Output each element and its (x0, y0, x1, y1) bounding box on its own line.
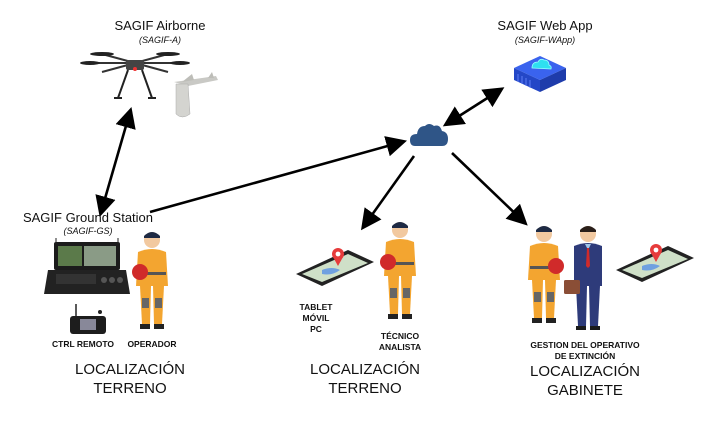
webapp-title: SAGIF Web App (497, 18, 593, 33)
office-location-line1: LOCALIZACIÓN (529, 363, 641, 380)
arrow-cloud-office (451, 152, 528, 226)
firefighter-analyst-icon (380, 222, 416, 319)
cloud-icon (410, 124, 448, 146)
device-label-tablet: TABLET (299, 302, 333, 312)
analyst-label-tecnico: TÉCNICO (380, 331, 420, 341)
ground-location-line2: TERRENO (93, 380, 167, 397)
ground-location-line1: LOCALIZACIÓN (74, 361, 186, 378)
arrow-airborne-ground (95, 107, 136, 217)
airborne-title: SAGIF Airborne (114, 18, 206, 33)
firefighter-office-icon (528, 226, 564, 323)
airborne-subtitle: (SAGIF-A) (139, 35, 181, 45)
management-label-line2: DE EXTINCIÓN (554, 351, 616, 361)
fixed-wing-uav-icon (174, 72, 218, 118)
webapp-subtitle: (SAGIF-WApp) (514, 35, 576, 45)
tablet-map-icon (296, 248, 374, 286)
drone-icon (80, 52, 190, 99)
analyst-label-analista: ANALISTA (378, 342, 422, 352)
remote-control-label: CTRL REMOTO (51, 339, 115, 349)
device-label-movil: MÓVIL (302, 313, 330, 323)
businessman-icon (564, 226, 602, 330)
ground-station-case-icon (44, 238, 130, 294)
operator-label: OPERADOR (127, 339, 177, 349)
device-label-pc: PC (310, 324, 322, 334)
ground-station-title: SAGIF Ground Station (22, 210, 154, 225)
firefighter-operator-icon (132, 232, 168, 329)
management-label-line1: GESTION DEL OPERATIVO (530, 340, 640, 350)
ground-station-subtitle: (SAGIF-GS) (63, 226, 113, 236)
arrow-cloud-webapp (442, 87, 505, 127)
arrow-ground-cloud (149, 136, 408, 214)
server-icon (514, 56, 566, 92)
office-tablet-map-icon (616, 244, 694, 282)
field-location-line1: LOCALIZACIÓN (309, 361, 421, 378)
field-location-line2: TERRENO (328, 380, 402, 397)
remote-controller-icon (70, 304, 106, 334)
arrow-cloud-field (360, 155, 416, 231)
office-location-line2: GABINETE (547, 382, 623, 399)
